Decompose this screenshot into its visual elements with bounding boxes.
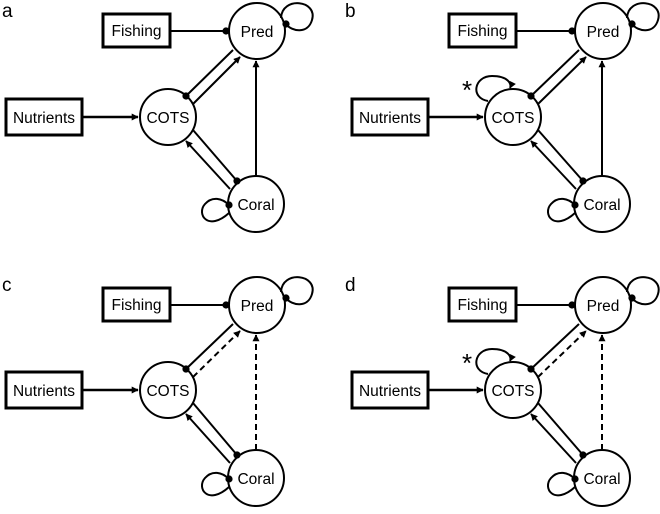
cots-self-loop bbox=[475, 74, 516, 102]
pred-label: Pred bbox=[241, 24, 274, 41]
nutrients-label: Nutrients bbox=[359, 383, 421, 400]
fishing-label: Fishing bbox=[458, 297, 508, 314]
edge-pred-cots bbox=[527, 323, 580, 373]
edge-cots-pred bbox=[537, 56, 587, 105]
edge-cots-coral bbox=[537, 402, 587, 459]
fishing-label: Fishing bbox=[458, 23, 508, 40]
nutrients-label: Nutrients bbox=[359, 110, 421, 127]
coral-label: Coral bbox=[583, 197, 620, 214]
pred-label: Pred bbox=[587, 298, 620, 315]
edge-cots-coral bbox=[192, 129, 241, 185]
panel-label: c bbox=[2, 275, 12, 296]
coral-self-loop bbox=[547, 471, 579, 497]
coral-label: Coral bbox=[237, 471, 274, 488]
nutrients-label: Nutrients bbox=[13, 383, 75, 400]
coral-label: Coral bbox=[583, 471, 620, 488]
edge-pred-cots bbox=[182, 49, 234, 100]
cots-node bbox=[484, 88, 542, 146]
pred-label: Pred bbox=[587, 24, 620, 41]
cots-node bbox=[484, 361, 542, 419]
nutrients-box bbox=[4, 97, 84, 137]
nutrients-label: Nutrients bbox=[13, 110, 75, 127]
panel-b: b Fishing Nutrients Pred COTS Coral * bbox=[345, 1, 660, 233]
fishing-label: Fishing bbox=[112, 297, 162, 314]
pred-label: Pred bbox=[241, 298, 274, 315]
edge-pred-cots bbox=[527, 49, 580, 100]
edge-cots-coral bbox=[192, 402, 241, 459]
panel-label: a bbox=[2, 1, 13, 22]
cots-label: COTS bbox=[146, 110, 189, 127]
edge-pred-cots bbox=[182, 323, 234, 373]
cots-node bbox=[139, 361, 197, 419]
coral-label: Coral bbox=[237, 197, 274, 214]
asterisk-marker: * bbox=[462, 75, 472, 105]
edge-cots-pred-dashed bbox=[192, 330, 241, 378]
cots-node bbox=[139, 88, 197, 146]
cots-label: COTS bbox=[146, 383, 189, 400]
pred-self-loop bbox=[280, 276, 314, 306]
edge-cots-pred bbox=[192, 56, 241, 105]
edge-coral-cots bbox=[185, 140, 231, 190]
cots-self-loop bbox=[475, 347, 516, 375]
cots-label: COTS bbox=[491, 110, 534, 127]
panel-d: d Fishing Nutrients Pred COTS Coral * bbox=[345, 275, 660, 507]
fishing-box bbox=[447, 286, 518, 323]
pred-self-loop bbox=[626, 276, 660, 306]
coral-self-loop bbox=[547, 197, 579, 223]
fishing-box bbox=[101, 286, 172, 323]
cots-label: COTS bbox=[491, 383, 534, 400]
edge-cots-pred-dashed bbox=[537, 330, 587, 378]
pred-self-loop bbox=[626, 2, 660, 32]
panel-label: d bbox=[345, 275, 356, 296]
fishing-box bbox=[101, 12, 172, 49]
edge-coral-cots bbox=[185, 413, 231, 464]
nutrients-box bbox=[4, 370, 84, 410]
edge-coral-cots bbox=[530, 140, 577, 190]
fishing-label: Fishing bbox=[112, 23, 162, 40]
panel-label: b bbox=[345, 1, 356, 22]
panel-a: a Fishing Nutrients Pred COTS Coral bbox=[2, 1, 314, 233]
edge-coral-cots bbox=[530, 413, 577, 464]
coral-self-loop bbox=[201, 471, 233, 497]
panel-c: c Fishing Nutrients Pred COTS Coral bbox=[2, 275, 314, 507]
asterisk-marker: * bbox=[462, 348, 472, 378]
edge-cots-coral bbox=[537, 129, 587, 185]
coral-self-loop bbox=[201, 197, 233, 223]
pred-self-loop bbox=[280, 2, 314, 32]
